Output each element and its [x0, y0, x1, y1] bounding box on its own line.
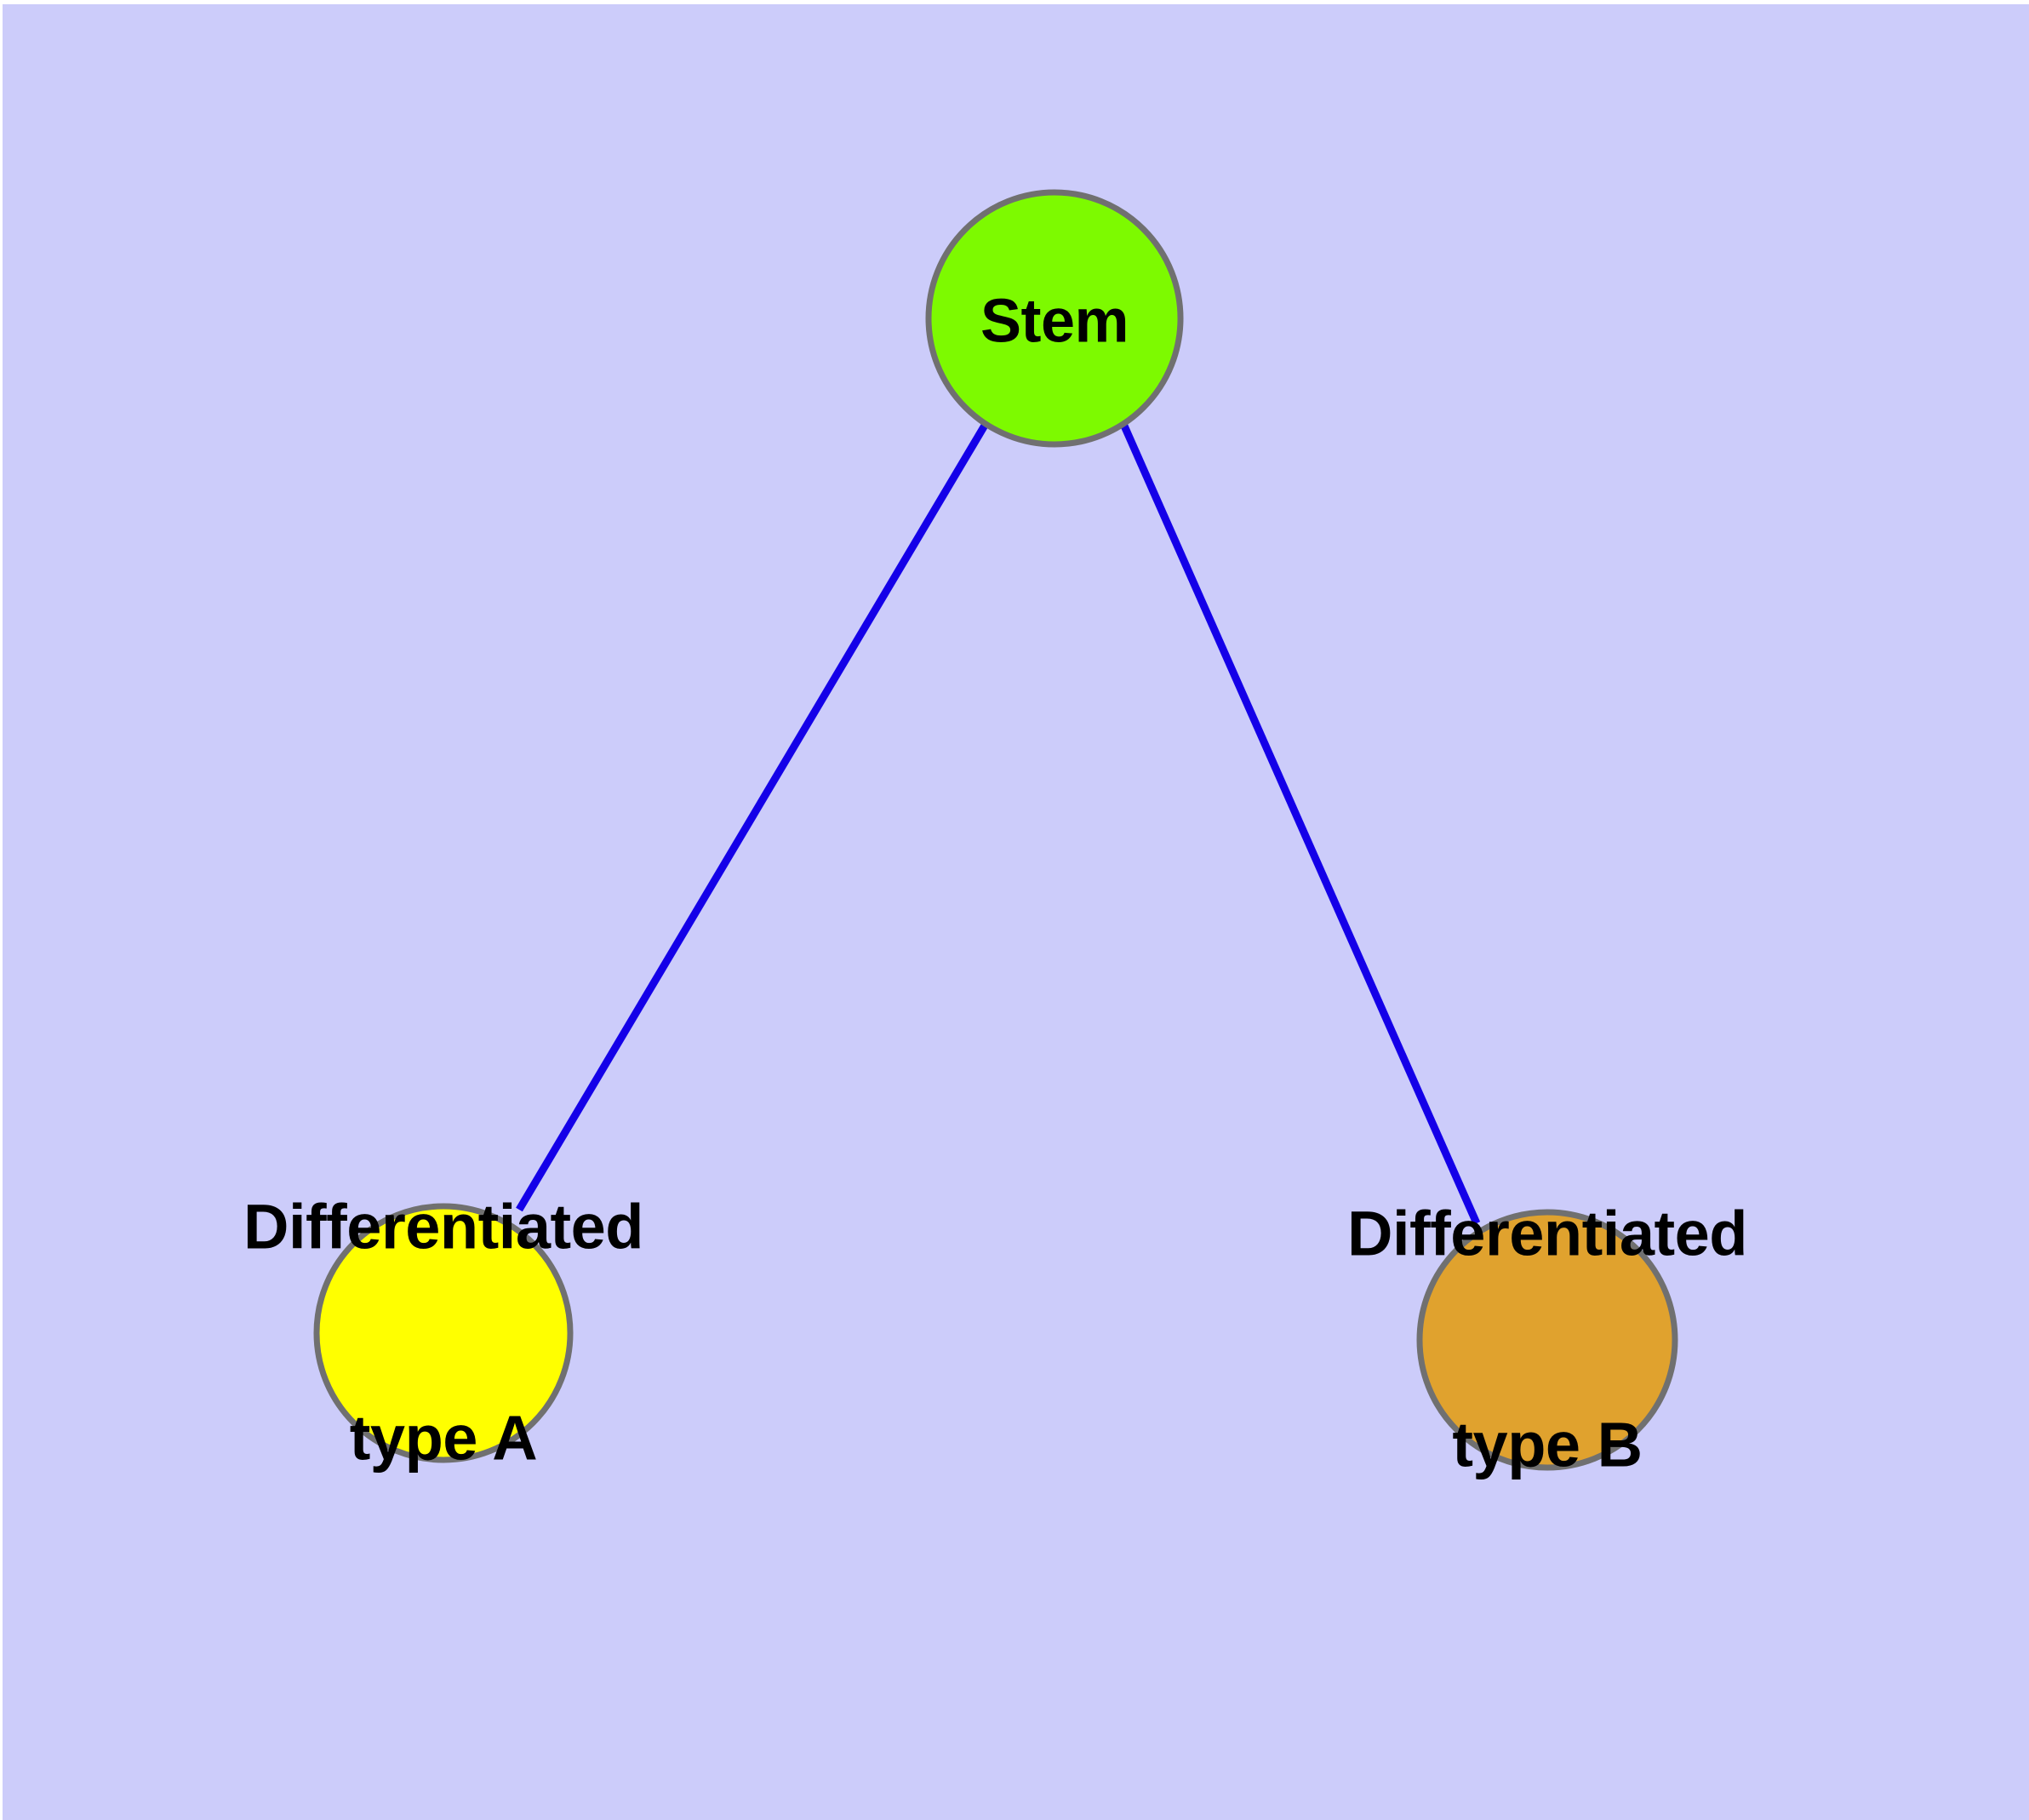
diagram-background [3, 4, 2029, 1820]
